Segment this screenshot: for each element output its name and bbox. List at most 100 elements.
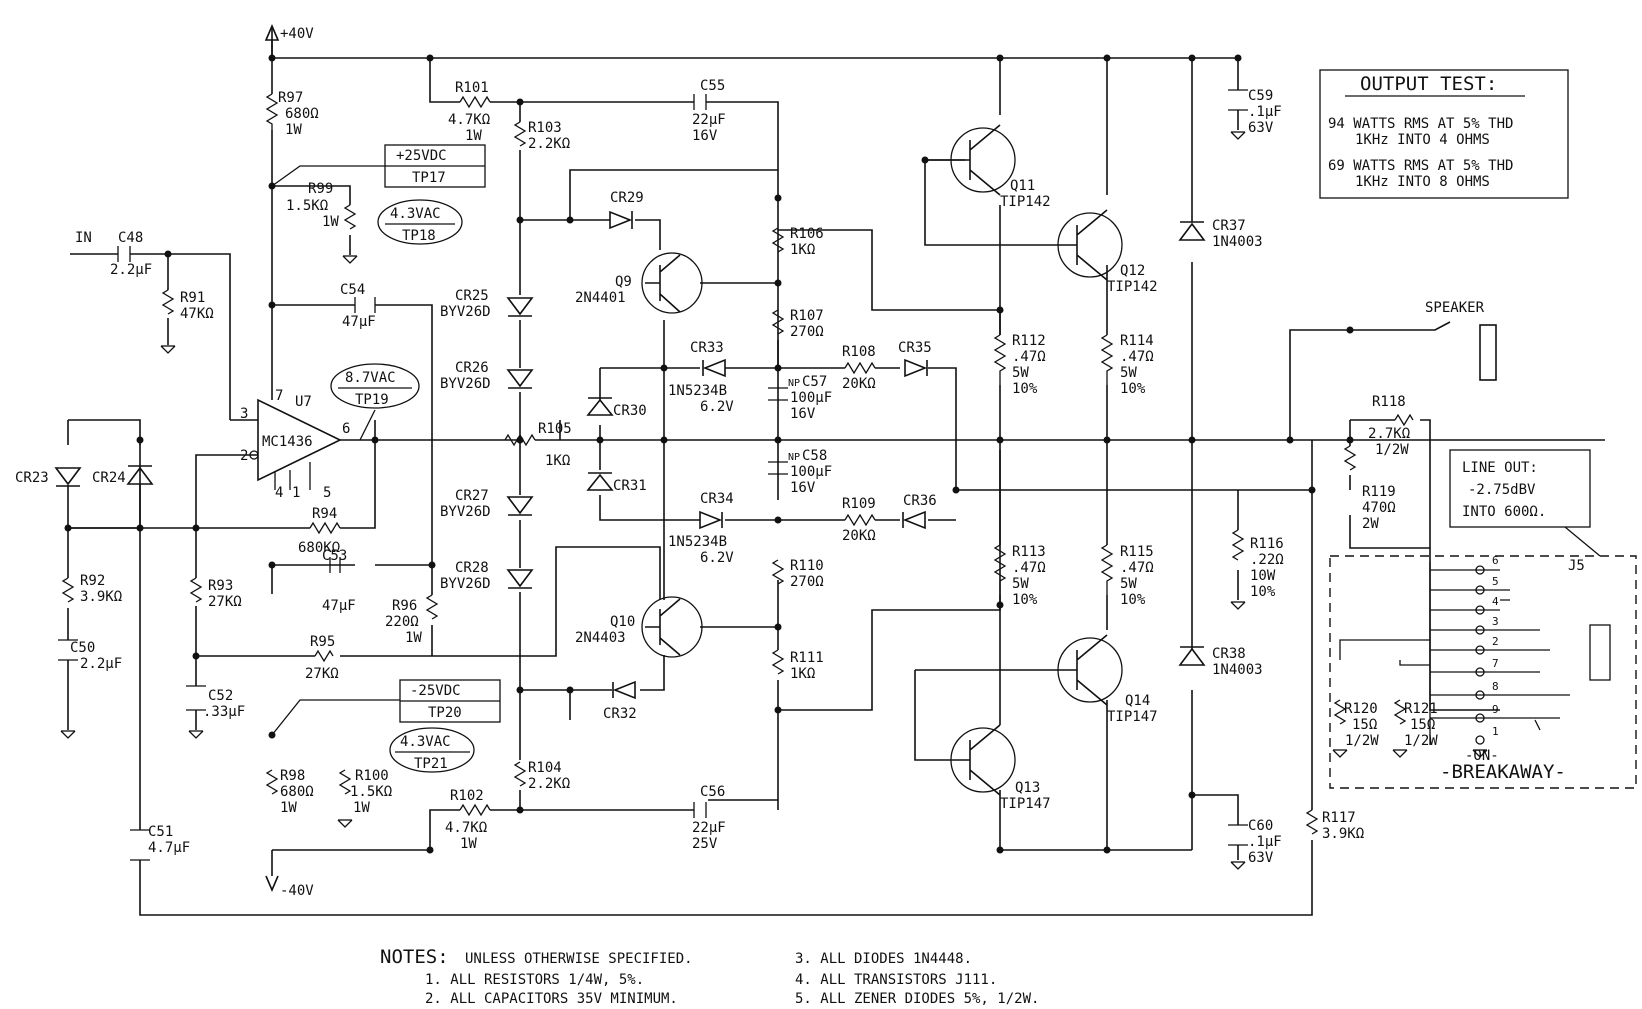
component-label: 1N5234B [668,383,727,399]
component-label: C58 [802,448,827,464]
speaker-label: SPEAKER [1425,300,1485,316]
component-label: 4 [1492,595,1499,608]
tp19-name: TP19 [355,392,389,408]
component-label: R119 [1362,484,1396,500]
component-label: 8 [1492,680,1499,693]
component-label: 3.9KΩ [80,589,122,605]
line-out-title: LINE OUT: [1462,460,1538,476]
component-label: 1/2W [1375,442,1409,458]
component-label: .47Ω [1012,349,1046,365]
labels: +40V -40V IN SPEAKER OUTPUT TEST: 94 WAT… [15,26,1585,1007]
component-label: R99 [308,181,333,197]
component-label: TIP142 [1107,279,1158,295]
component-label: 20KΩ [842,376,876,392]
component-label: NP [788,452,800,463]
note-3: 3. ALL DIODES 1N4448. [795,951,972,967]
capacitors [58,89,1248,861]
component-label: Q11 [1010,178,1035,194]
output-test-line1a: 94 WATTS RMS AT 5% THD [1328,116,1513,132]
component-label: 270Ω [790,324,824,340]
component-label: 2.2µF [80,656,122,672]
component-label: CR26 [455,360,489,376]
component-label: CR34 [700,491,734,507]
component-label: 1 [1492,725,1499,738]
u7-pin6: 6 [342,421,350,437]
component-label: 4.7KΩ [445,820,487,836]
component-label: .33µF [203,704,245,720]
component-label: CR33 [690,340,724,356]
component-label: C57 [802,374,827,390]
component-label: 100µF [790,464,832,480]
junction-dots [64,54,1354,854]
component-label: Q10 [610,614,635,630]
input-label: IN [75,230,92,246]
testpoint-boxes [271,69,1601,773]
component-label: R109 [842,496,876,512]
component-label: 1KΩ [790,666,815,682]
component-label: C55 [700,78,725,94]
component-label: C48 [118,230,143,246]
component-label: 680Ω [280,784,314,800]
component-label: 5W [1120,365,1137,381]
component-label: .47Ω [1120,349,1154,365]
component-label: R95 [310,634,335,650]
component-label: 9 [1492,703,1499,716]
component-label: NP [788,378,800,389]
component-label: 63V [1248,850,1274,866]
component-label: .47Ω [1012,560,1046,576]
component-label: 22µF [692,112,726,128]
j5-connector [1329,555,1637,789]
output-test-title: OUTPUT TEST: [1360,73,1497,95]
component-label: 3 [1492,615,1499,628]
component-label: C60 [1248,818,1273,834]
component-label: 6.2V [700,550,734,566]
component-label: C53 [322,548,347,564]
component-label: R117 [1322,810,1356,826]
u7-pin4: 4 [275,485,283,501]
component-label: .1µF [1248,104,1282,120]
component-label: R114 [1120,333,1154,349]
component-label: 3.9KΩ [1322,826,1364,842]
component-label: 1W [460,836,477,852]
component-label: 1W [405,630,422,646]
component-label: 10% [1120,381,1146,397]
component-label: 1W [280,800,297,816]
component-label: 6 [1492,554,1499,567]
line-out-line2: INTO 600Ω. [1462,504,1546,520]
component-label: CR28 [455,560,489,576]
component-label: C59 [1248,88,1273,104]
component-label: C56 [700,784,725,800]
output-test-line1b: 1KHz INTO 4 OHMS [1355,132,1490,148]
note-4: 4. ALL TRANSISTORS J111. [795,972,997,988]
component-label: 47µF [322,598,356,614]
component-label: 27KΩ [208,594,242,610]
component-label: R104 [528,760,562,776]
component-label: CR27 [455,488,489,504]
notes-intro: UNLESS OTHERWISE SPECIFIED. [465,951,693,967]
component-label: 16V [790,480,816,496]
notes-heading: NOTES: [380,946,449,968]
component-label: 1N4003 [1212,234,1263,250]
component-label: C52 [208,688,233,704]
component-label: 4.7KΩ [448,112,490,128]
component-label: Q9 [615,274,632,290]
component-label: 1KΩ [545,453,570,469]
component-label: 470Ω [1362,500,1396,516]
opamp-u7 [249,398,342,490]
component-label: 2.2KΩ [528,136,570,152]
breakaway-label: -BREAKAWAY- [1440,761,1566,783]
component-label: R116 [1250,536,1284,552]
component-label: CR25 [455,288,489,304]
component-label: 63V [1248,120,1274,136]
tp19-value: 8.7VAC [345,370,396,386]
diodes [54,210,1206,700]
component-label: 10% [1012,381,1038,397]
component-label: 220Ω [385,614,419,630]
component-label: Q13 [1015,780,1040,796]
component-label: 2N4403 [575,630,626,646]
wiring [67,28,1605,916]
component-label: R97 [278,90,303,106]
rail-neg-label: -40V [280,883,314,899]
u7-pin7: 7 [275,388,283,404]
component-label: R93 [208,578,233,594]
